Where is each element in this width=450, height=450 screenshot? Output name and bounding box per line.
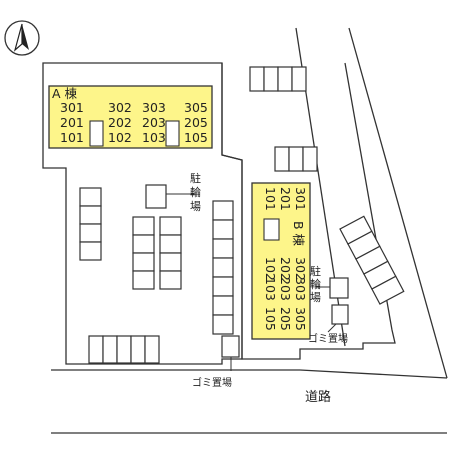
- parking-area: [79, 66, 405, 364]
- unit-number: 201: [278, 187, 293, 211]
- unit-number: 302: [293, 257, 308, 281]
- parking-stall: [159, 252, 182, 272]
- garbage-area-b-label: ゴミ置場: [308, 332, 348, 345]
- building-b-stair: [263, 218, 280, 241]
- unit-number: 303: [142, 100, 166, 115]
- bicycle-parking-a: 駐輪場: [145, 171, 201, 213]
- parking-stall: [212, 295, 234, 316]
- parking-stall: [79, 187, 102, 207]
- parking-stall: [212, 219, 234, 240]
- lot-boundary-right: [221, 62, 396, 360]
- parking-stall: [212, 200, 234, 221]
- unit-number: 202: [278, 257, 293, 281]
- parking-stall: [132, 234, 155, 254]
- parking-stall: [274, 146, 290, 172]
- unit-number: 105: [263, 307, 278, 331]
- building-a-name: A 棟: [52, 86, 78, 101]
- unit-number: 203: [278, 277, 293, 301]
- parking-stall: [159, 234, 182, 254]
- unit-number: 105: [184, 130, 208, 145]
- unit-number: 101: [263, 187, 278, 211]
- unit-number: 202: [108, 115, 132, 130]
- building-a: A 棟 301 302 303 305 201 202 203 205 101 102 103 105: [48, 85, 213, 149]
- road-edge-b: [348, 27, 448, 379]
- parking-stall: [88, 335, 104, 364]
- unit-number: 102: [263, 257, 278, 281]
- parking-stall: [212, 238, 234, 259]
- north-arrow-icon: [4, 20, 40, 56]
- angled-parking: [339, 215, 405, 305]
- parking-stall: [130, 335, 146, 364]
- unit-number: 205: [278, 307, 293, 331]
- parking-stall: [288, 146, 304, 172]
- parking-stall: [102, 335, 118, 364]
- unit-number: 305: [293, 307, 308, 331]
- unit-number: 201: [60, 115, 84, 130]
- bicycle-parking-b: 駐輪場: [310, 264, 349, 304]
- parking-stall: [263, 66, 279, 92]
- parking-stall: [159, 216, 182, 236]
- garbage-area-b: ゴミ置場: [308, 304, 349, 345]
- road-label: 道路: [305, 389, 331, 405]
- garbage-area-a: ゴミ置場: [192, 335, 240, 389]
- building-a-unit-grid: 301 302 303 305 201 202 203 205 101 102 103 105: [60, 100, 208, 145]
- parking-stall: [79, 205, 102, 225]
- garbage-area-a-label: ゴミ置場: [192, 376, 232, 389]
- parking-stall: [144, 335, 160, 364]
- road-line-diag: [299, 369, 448, 379]
- unit-number: 102: [108, 130, 132, 145]
- unit-number: 302: [108, 100, 132, 115]
- building-a-stair: [165, 120, 180, 147]
- unit-number: 101: [60, 130, 84, 145]
- parking-stall: [249, 66, 265, 92]
- building-b-name: B 棟: [291, 221, 306, 247]
- unit-number: 301: [293, 187, 308, 211]
- parking-stall: [132, 252, 155, 272]
- parking-stall: [291, 66, 307, 92]
- bicycle-parking-b-label: 駐輪場: [310, 264, 321, 304]
- unit-number: 103: [263, 277, 278, 301]
- parking-stall: [212, 257, 234, 278]
- parking-stall: [212, 314, 234, 335]
- parking-stall: [79, 241, 102, 261]
- parking-stall: [302, 146, 318, 172]
- unit-number: 305: [184, 100, 208, 115]
- parking-stall: [132, 270, 155, 290]
- parking-stall: [371, 275, 405, 305]
- parking-stall: [79, 223, 102, 243]
- bicycle-parking-a-label: 駐輪場: [190, 171, 201, 213]
- parking-stall: [159, 270, 182, 290]
- parking-stall: [212, 276, 234, 297]
- unit-number: 103: [142, 130, 166, 145]
- parking-stall: [132, 216, 155, 236]
- unit-number: 301: [60, 100, 84, 115]
- unit-number: 205: [184, 115, 208, 130]
- unit-number: 203: [142, 115, 166, 130]
- parking-stall: [277, 66, 293, 92]
- building-a-stair: [89, 120, 104, 147]
- parking-stall: [116, 335, 132, 364]
- unit-number: 303: [293, 277, 308, 301]
